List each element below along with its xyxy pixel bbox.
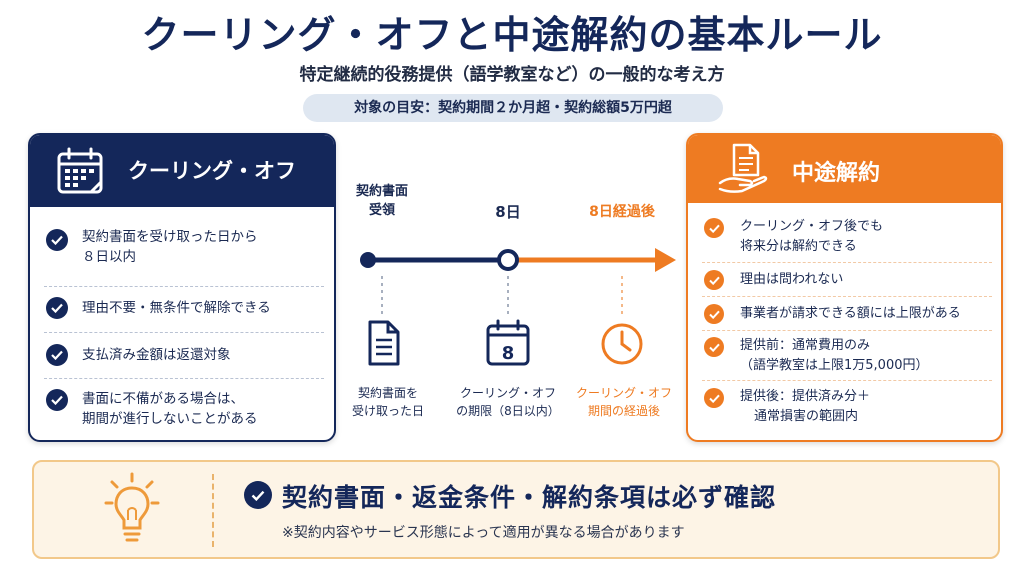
cooling-off-header: クーリング・オフ	[30, 135, 334, 207]
check-icon	[46, 389, 68, 411]
check-icon	[46, 344, 68, 366]
lightbulb-icon	[104, 472, 160, 542]
divider	[212, 474, 214, 547]
check-icon	[704, 270, 724, 290]
page-title: クーリング・オフと中途解約の基本ルール	[141, 13, 883, 57]
confirmation-banner: 契約書面・返金条件・解約条項は必ず確認 ※契約内容やサービス形態によって適用が異…	[32, 460, 1000, 559]
timeline-label-after: 8日経過後	[589, 204, 655, 220]
calendar-day-number: 8	[502, 343, 515, 364]
banner-note: ※契約内容やサービス形態によって適用が異なる場合があります	[282, 525, 685, 541]
cooling-off-panel: クーリング・オフ 契約書面を受け取った日から ８日以内 理由不要・無条件で解除で…	[28, 133, 336, 442]
check-icon	[704, 218, 724, 238]
timeline-label-receipt: 契約書面 受領	[355, 184, 408, 218]
calendar-8-icon: 8	[486, 319, 530, 366]
list-item: 事業者が請求できる額には上限がある	[702, 297, 992, 331]
cooling-off-list: 契約書面を受け取った日から ８日以内 理由不要・無条件で解除できる 支払済み金額…	[44, 215, 324, 437]
cancellation-list: クーリング・オフ後でも 将来分は解約できる 理由は問われない 事業者が請求できる…	[702, 211, 992, 431]
check-icon	[244, 481, 272, 509]
list-item: 理由不要・無条件で解除できる	[44, 287, 324, 333]
timeline-caption-receipt: 契約書面を 受け取った日	[351, 386, 424, 418]
list-item: クーリング・オフ後でも 将来分は解約できる	[702, 211, 992, 263]
page-subtitle: 特定継続的役務提供（語学教室など）の一般的な考え方	[299, 65, 725, 85]
list-item: 支払済み金額は返還対象	[44, 333, 324, 379]
timeline-point-receipt	[360, 252, 376, 268]
timeline-caption-8days: クーリング・オフ の期限（8日以内）	[456, 386, 560, 418]
banner-title: 契約書面・返金条件・解約条項は必ず確認	[282, 483, 777, 512]
check-icon	[704, 388, 724, 408]
clock-icon	[601, 323, 643, 365]
timeline: 8	[360, 248, 676, 366]
cancellation-header: 中途解約	[688, 135, 1001, 203]
calendar-icon	[57, 147, 103, 194]
cooling-off-title: クーリング・オフ	[128, 159, 296, 183]
check-icon	[46, 297, 68, 319]
cancellation-panel: 中途解約 クーリング・オフ後でも 将来分は解約できる 理由は問われない 事業者が…	[686, 133, 1003, 442]
list-item: 理由は問われない	[702, 263, 992, 297]
list-item: 書面に不備がある場合は、 期間が進行しないことがある	[44, 379, 324, 437]
timeline-point-8days	[497, 249, 519, 271]
document-icon	[368, 320, 400, 366]
list-item: 契約書面を受け取った日から ８日以内	[44, 215, 324, 287]
check-icon	[704, 304, 724, 324]
check-icon	[704, 337, 724, 357]
cancellation-title: 中途解約	[792, 161, 881, 186]
list-item: 提供後：提供済み分＋ 通常損害の範囲内	[702, 381, 992, 431]
target-criteria-badge: 対象の目安：契約期間２か月超・契約総額5万円超	[303, 94, 723, 122]
timeline-arrow-icon	[655, 248, 676, 272]
list-item: 提供前：通常費用のみ （語学教室は上限1万5,000円）	[702, 331, 992, 381]
timeline-label-8days: 8日	[495, 203, 521, 221]
document-hand-icon	[718, 143, 768, 193]
check-icon	[46, 229, 68, 251]
timeline-caption-after: クーリング・オフ 期間の経過後	[575, 386, 672, 418]
